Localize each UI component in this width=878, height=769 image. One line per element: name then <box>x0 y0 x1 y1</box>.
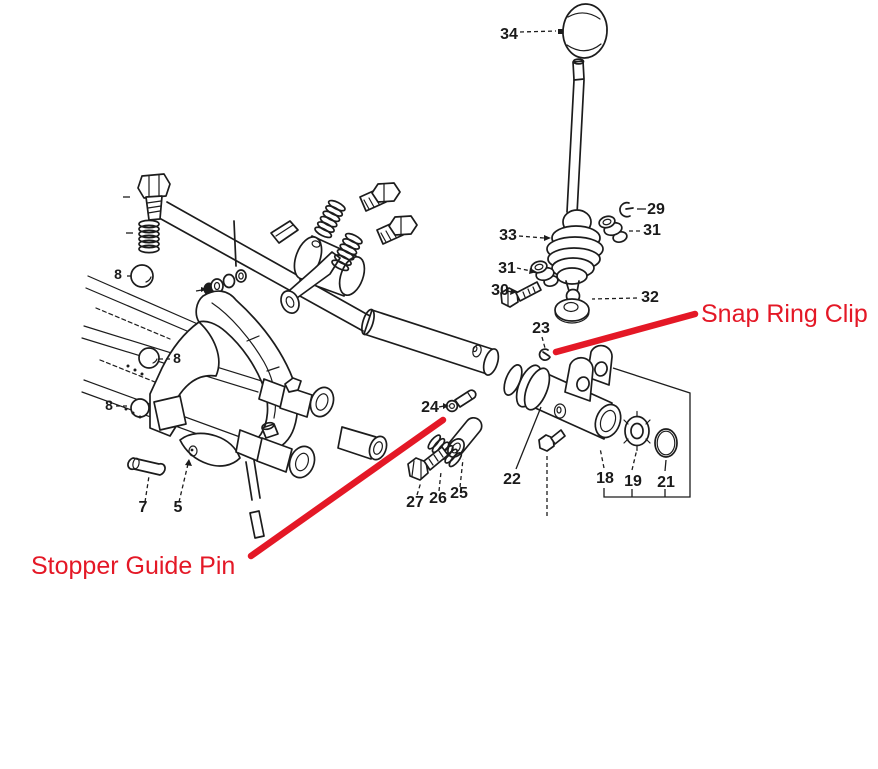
part-label-18: 18 <box>596 470 614 487</box>
part-label-8-upper: 8 <box>114 266 122 282</box>
detent-balls <box>124 264 160 419</box>
bushing-31-upper <box>598 215 628 244</box>
hanging-pin <box>249 510 265 539</box>
part-label-33: 33 <box>499 227 517 244</box>
stopper-guide-pin-label: Stopper Guide Pin <box>31 552 235 580</box>
snap-ring-clip-label: Snap Ring Clip <box>701 300 868 328</box>
lever-ball-boot <box>546 209 604 304</box>
shift-lever <box>562 3 608 215</box>
detent-springs-and-plugs <box>314 182 418 272</box>
part-label-22: 22 <box>503 471 521 488</box>
selector-fork <box>149 290 299 501</box>
shift-knob <box>562 3 608 59</box>
striking-rod <box>160 201 500 376</box>
interlock-and-washers <box>195 220 299 296</box>
part-label-8-lower: 8 <box>105 397 113 413</box>
stopper-guide-pin-arrow <box>247 416 447 560</box>
part-label-25: 25 <box>450 485 468 502</box>
lock-bolt-and-spring <box>123 173 171 254</box>
part-label-21: 21 <box>657 474 675 491</box>
part-label-31-upper: 31 <box>643 222 661 239</box>
part-label-8-middle: 8 <box>173 350 181 366</box>
part-label-27: 27 <box>406 494 424 511</box>
part-number-labels: 34 29 33 31 31 30 32 8 8 8 23 24 22 27 2… <box>105 26 675 516</box>
part-label-31-lower: 31 <box>498 260 516 277</box>
part-label-19: 19 <box>624 473 642 490</box>
striking-lever-boss <box>280 235 366 314</box>
part-label-32: 32 <box>641 289 659 306</box>
spring <box>138 219 160 254</box>
part-label-26: 26 <box>429 490 447 507</box>
pin-7 <box>127 457 166 476</box>
rod-sleeve <box>363 309 496 375</box>
part-label-23: 23 <box>532 320 550 337</box>
snap-ring-clip-arrow <box>552 310 699 356</box>
housing-bolt <box>538 429 566 452</box>
bushing-31-lower <box>530 260 559 288</box>
part-label-5: 5 <box>174 499 183 516</box>
part-label-7: 7 <box>139 499 148 516</box>
part-label-34: 34 <box>500 26 518 43</box>
ring-19 <box>623 410 651 452</box>
leader-lines <box>116 29 691 519</box>
detent-bolt <box>407 457 429 481</box>
washer-32 <box>554 298 590 324</box>
fork-bottom-boss <box>179 432 241 467</box>
part-label-29: 29 <box>647 201 665 218</box>
detent-plug-set <box>407 416 483 481</box>
stopper-guide-pin-part <box>445 389 477 413</box>
part-label-24: 24 <box>421 399 439 416</box>
c-clip-29 <box>619 201 634 218</box>
o-ring-21 <box>654 428 678 458</box>
snap-ring-23 <box>538 348 551 361</box>
guide-housing <box>503 344 622 452</box>
red-annotations: Snap Ring Clip Stopper Guide Pin <box>31 300 868 580</box>
rod-end-clevises <box>235 377 388 539</box>
part-label-30: 30 <box>491 282 509 299</box>
